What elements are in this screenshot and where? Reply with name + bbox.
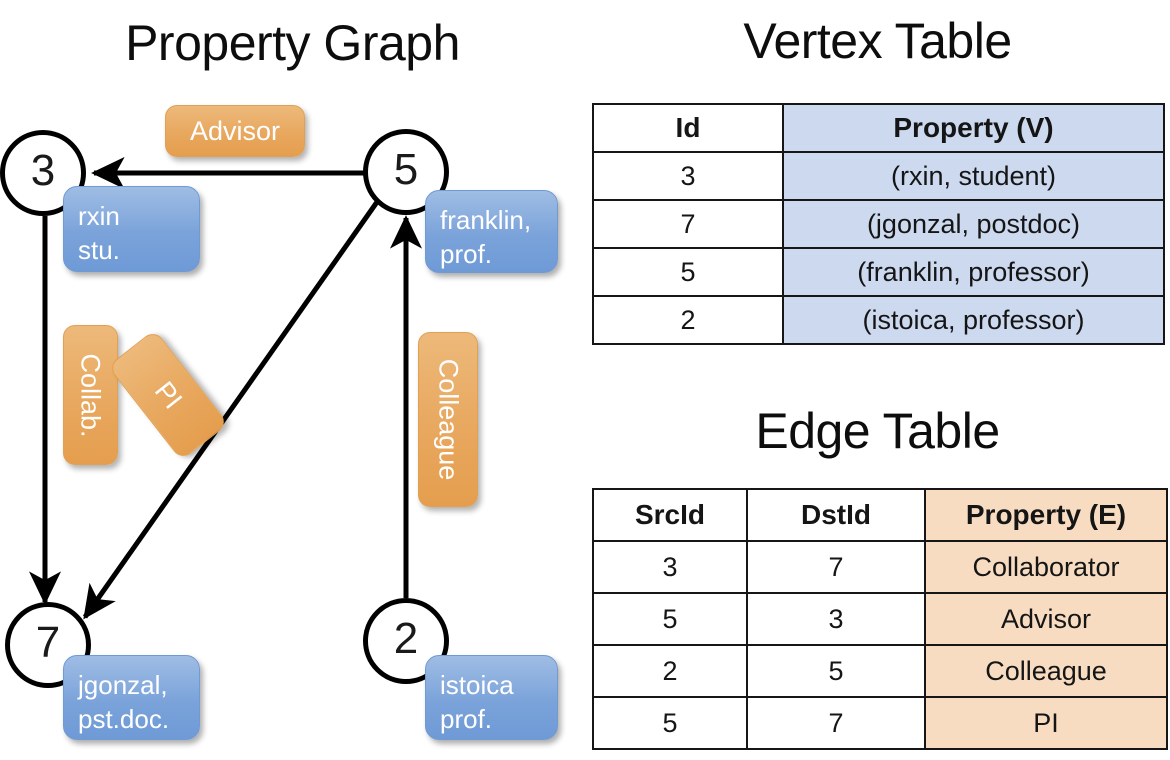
vertex-property-line2: stu. xyxy=(78,235,120,266)
edge-cell-src: 3 xyxy=(592,540,748,594)
table-header-row: SrcId DstId Property (E) xyxy=(592,488,1168,542)
table-row: 5 7 PI xyxy=(592,696,1168,750)
vertex-cell-id: 7 xyxy=(592,199,784,249)
edge-label-box-advisor[interactable]: Advisor xyxy=(165,105,305,157)
vertex-property-line1: franklin, xyxy=(440,205,532,235)
vertex-cell-property: (jgonzal, postdoc) xyxy=(782,199,1165,249)
vertex-table-header-id: Id xyxy=(592,103,784,153)
edge-cell-property: Colleague xyxy=(924,644,1168,698)
edge-label-colleague: Colleague xyxy=(433,358,464,481)
graph-vertex-5-id: 5 xyxy=(393,145,419,194)
edge-cell-src: 2 xyxy=(592,644,748,698)
edge-cell-property: Collaborator xyxy=(924,540,1168,594)
edge-cell-dst: 5 xyxy=(746,644,926,698)
section-title-edge-table: Edge Table xyxy=(755,403,1000,459)
vertex-property-line1: istoica xyxy=(440,670,514,700)
graph-vertex-5[interactable]: 5 xyxy=(363,129,449,215)
vertex-cell-id: 3 xyxy=(592,151,784,201)
edge-cell-src: 5 xyxy=(592,696,748,750)
table-row: 5 (franklin, professor) xyxy=(592,247,1165,297)
vertex-cell-property: (franklin, professor) xyxy=(782,247,1165,297)
graph-vertex-3-id: 3 xyxy=(30,146,56,195)
vertex-property-box-rxin[interactable]: rxin stu. xyxy=(63,186,200,272)
vertex-property-box-franklin[interactable]: franklin, prof. xyxy=(425,190,558,273)
edge-table-header-srcid: SrcId xyxy=(592,488,748,542)
edge-label-box-colleague[interactable]: Colleague xyxy=(418,332,478,507)
vertex-property-line1: rxin xyxy=(78,201,120,231)
edge-line-5-to-7 xyxy=(82,200,380,620)
table-row: 2 (istoica, professor) xyxy=(592,295,1165,345)
edge-label-collab: Collab. xyxy=(76,352,107,438)
vertex-table: Id Property (V) 3 (rxin, student) 7 (jgo… xyxy=(592,103,1165,345)
vertex-cell-id: 5 xyxy=(592,247,784,297)
vertex-cell-property: (rxin, student) xyxy=(782,151,1165,201)
edge-cell-property: PI xyxy=(924,696,1168,750)
property-graph-diagram: 3 5 7 2 rxin stu. franklin, prof. jgonza… xyxy=(0,90,585,760)
edge-table: SrcId DstId Property (E) 3 7 Collaborato… xyxy=(592,488,1168,750)
edge-cell-property: Advisor xyxy=(924,592,1168,646)
edge-table-header-dstid: DstId xyxy=(746,488,926,542)
vertex-cell-id: 2 xyxy=(592,295,784,345)
graph-vertex-7-id: 7 xyxy=(35,618,61,667)
edge-label-box-collab[interactable]: Collab. xyxy=(63,325,118,465)
graph-edges-canvas xyxy=(28,156,423,620)
edge-table-header-property: Property (E) xyxy=(924,488,1168,542)
vertex-property-line2: pst.doc. xyxy=(78,704,170,735)
vertex-cell-property: (istoica, professor) xyxy=(782,295,1165,345)
edge-label-pi: PI xyxy=(148,375,189,414)
table-row: 3 (rxin, student) xyxy=(592,151,1165,201)
vertex-property-box-jgonzal[interactable]: jgonzal, pst.doc. xyxy=(63,655,200,740)
table-row: 7 (jgonzal, postdoc) xyxy=(592,199,1165,249)
edge-cell-dst: 7 xyxy=(746,696,926,750)
table-row: 2 5 Colleague xyxy=(592,644,1168,698)
vertex-table-header-property: Property (V) xyxy=(782,103,1165,153)
graph-vertex-3[interactable]: 3 xyxy=(0,130,86,216)
edge-cell-src: 5 xyxy=(592,592,748,646)
edge-cell-dst: 3 xyxy=(746,592,926,646)
section-title-vertex-table: Vertex Table xyxy=(743,13,1012,69)
edge-cell-dst: 7 xyxy=(746,540,926,594)
page-title-property-graph: Property Graph xyxy=(125,15,460,71)
table-row: 3 7 Collaborator xyxy=(592,540,1168,594)
vertex-property-line2: prof. xyxy=(440,704,493,735)
vertex-property-line2: prof. xyxy=(440,239,493,270)
table-row: 5 3 Advisor xyxy=(592,592,1168,646)
edge-label-advisor: Advisor xyxy=(189,115,281,146)
vertex-property-line1: jgonzal, xyxy=(78,670,168,700)
vertex-property-box-istoica[interactable]: istoica prof. xyxy=(425,655,558,740)
table-header-row: Id Property (V) xyxy=(592,103,1165,153)
graph-vertex-2-id: 2 xyxy=(393,614,419,663)
